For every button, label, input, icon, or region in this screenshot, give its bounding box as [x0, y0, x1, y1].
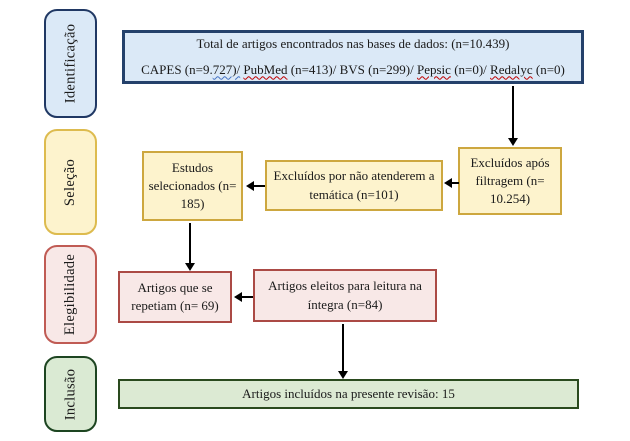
arrow-line-total-to-filtering	[512, 86, 514, 138]
stage-tag-inclusao: Inclusão	[44, 356, 97, 432]
stage-tag-selecao: Seleção	[44, 129, 97, 235]
arrow-line-fullreading-to-included	[342, 324, 344, 371]
box-excluded-thematic: Excluídos por não atenderem a temática (…	[265, 160, 443, 211]
box-total-articles: Total de artigos encontrados nas bases d…	[122, 30, 584, 84]
repeated-articles-text: Artigos que se repetiam (n= 69)	[131, 279, 219, 313]
stage-label-elegibilidade: Elegibilidade	[62, 253, 78, 336]
arrow-head-fullreading-to-repeated	[234, 292, 242, 302]
arrow-head-total-to-filtering	[508, 138, 518, 146]
text-segment: (n=0)	[532, 61, 565, 77]
arrow-head-selected-to-repeated	[185, 263, 195, 271]
text-segment: (n=413)/ BVS (n=299)/	[287, 61, 417, 77]
arrow-head-filtering-to-thematic	[444, 178, 452, 188]
box-included-review: Artigos incluídos na presente revisão: 1…	[118, 379, 579, 409]
box-excluded-after-filtering: Excluídos após filtragem (n= 10.254)	[458, 147, 562, 215]
text-segment: CAPES (n=9.	[141, 61, 213, 77]
text-segment: Pepsic	[416, 61, 451, 77]
total-articles-line1: Total de artigos encontrados nas bases d…	[196, 36, 510, 52]
arrow-head-thematic-to-selected	[246, 181, 254, 191]
arrow-line-fullreading-to-repeated	[242, 296, 253, 298]
stage-label-selecao: Seleção	[62, 158, 78, 206]
total-articles-line2: CAPES (n=9.727)/ PubMed (n=413)/ BVS (n=…	[141, 61, 565, 79]
box-repeated-articles: Artigos que se repetiam (n= 69)	[118, 271, 232, 323]
box-selected-studies: Estudos selecionados (n= 185)	[142, 151, 243, 221]
full-reading-text: Artigos eleitos para leitura na íntegra …	[268, 278, 422, 312]
arrow-line-thematic-to-selected	[254, 185, 265, 187]
text-segment: PubMed	[243, 61, 288, 77]
stage-label-inclusao: Inclusão	[62, 368, 78, 420]
text-segment: Redalyc	[490, 61, 533, 77]
arrow-head-fullreading-to-included	[338, 371, 348, 379]
arrow-line-selected-to-repeated	[189, 223, 191, 263]
text-segment: (n=0)/	[450, 61, 491, 77]
excluded-thematic-text: Excluídos por não atenderem a temática (…	[273, 168, 435, 202]
stage-tag-elegibilidade: Elegibilidade	[44, 245, 97, 344]
box-full-reading: Artigos eleitos para leitura na íntegra …	[253, 269, 437, 322]
text-segment: 727)/	[212, 61, 241, 77]
selected-studies-text: Estudos selecionados (n= 185)	[148, 159, 237, 212]
included-review-text: Artigos incluídos na presente revisão: 1…	[242, 385, 455, 401]
stage-tag-identificacao: Identificação	[44, 9, 97, 118]
stage-label-identificacao: Identificação	[62, 23, 79, 104]
arrow-line-filtering-to-thematic	[452, 182, 459, 184]
excluded-after-filtering-text: Excluídos após filtragem (n= 10.254)	[470, 154, 550, 207]
